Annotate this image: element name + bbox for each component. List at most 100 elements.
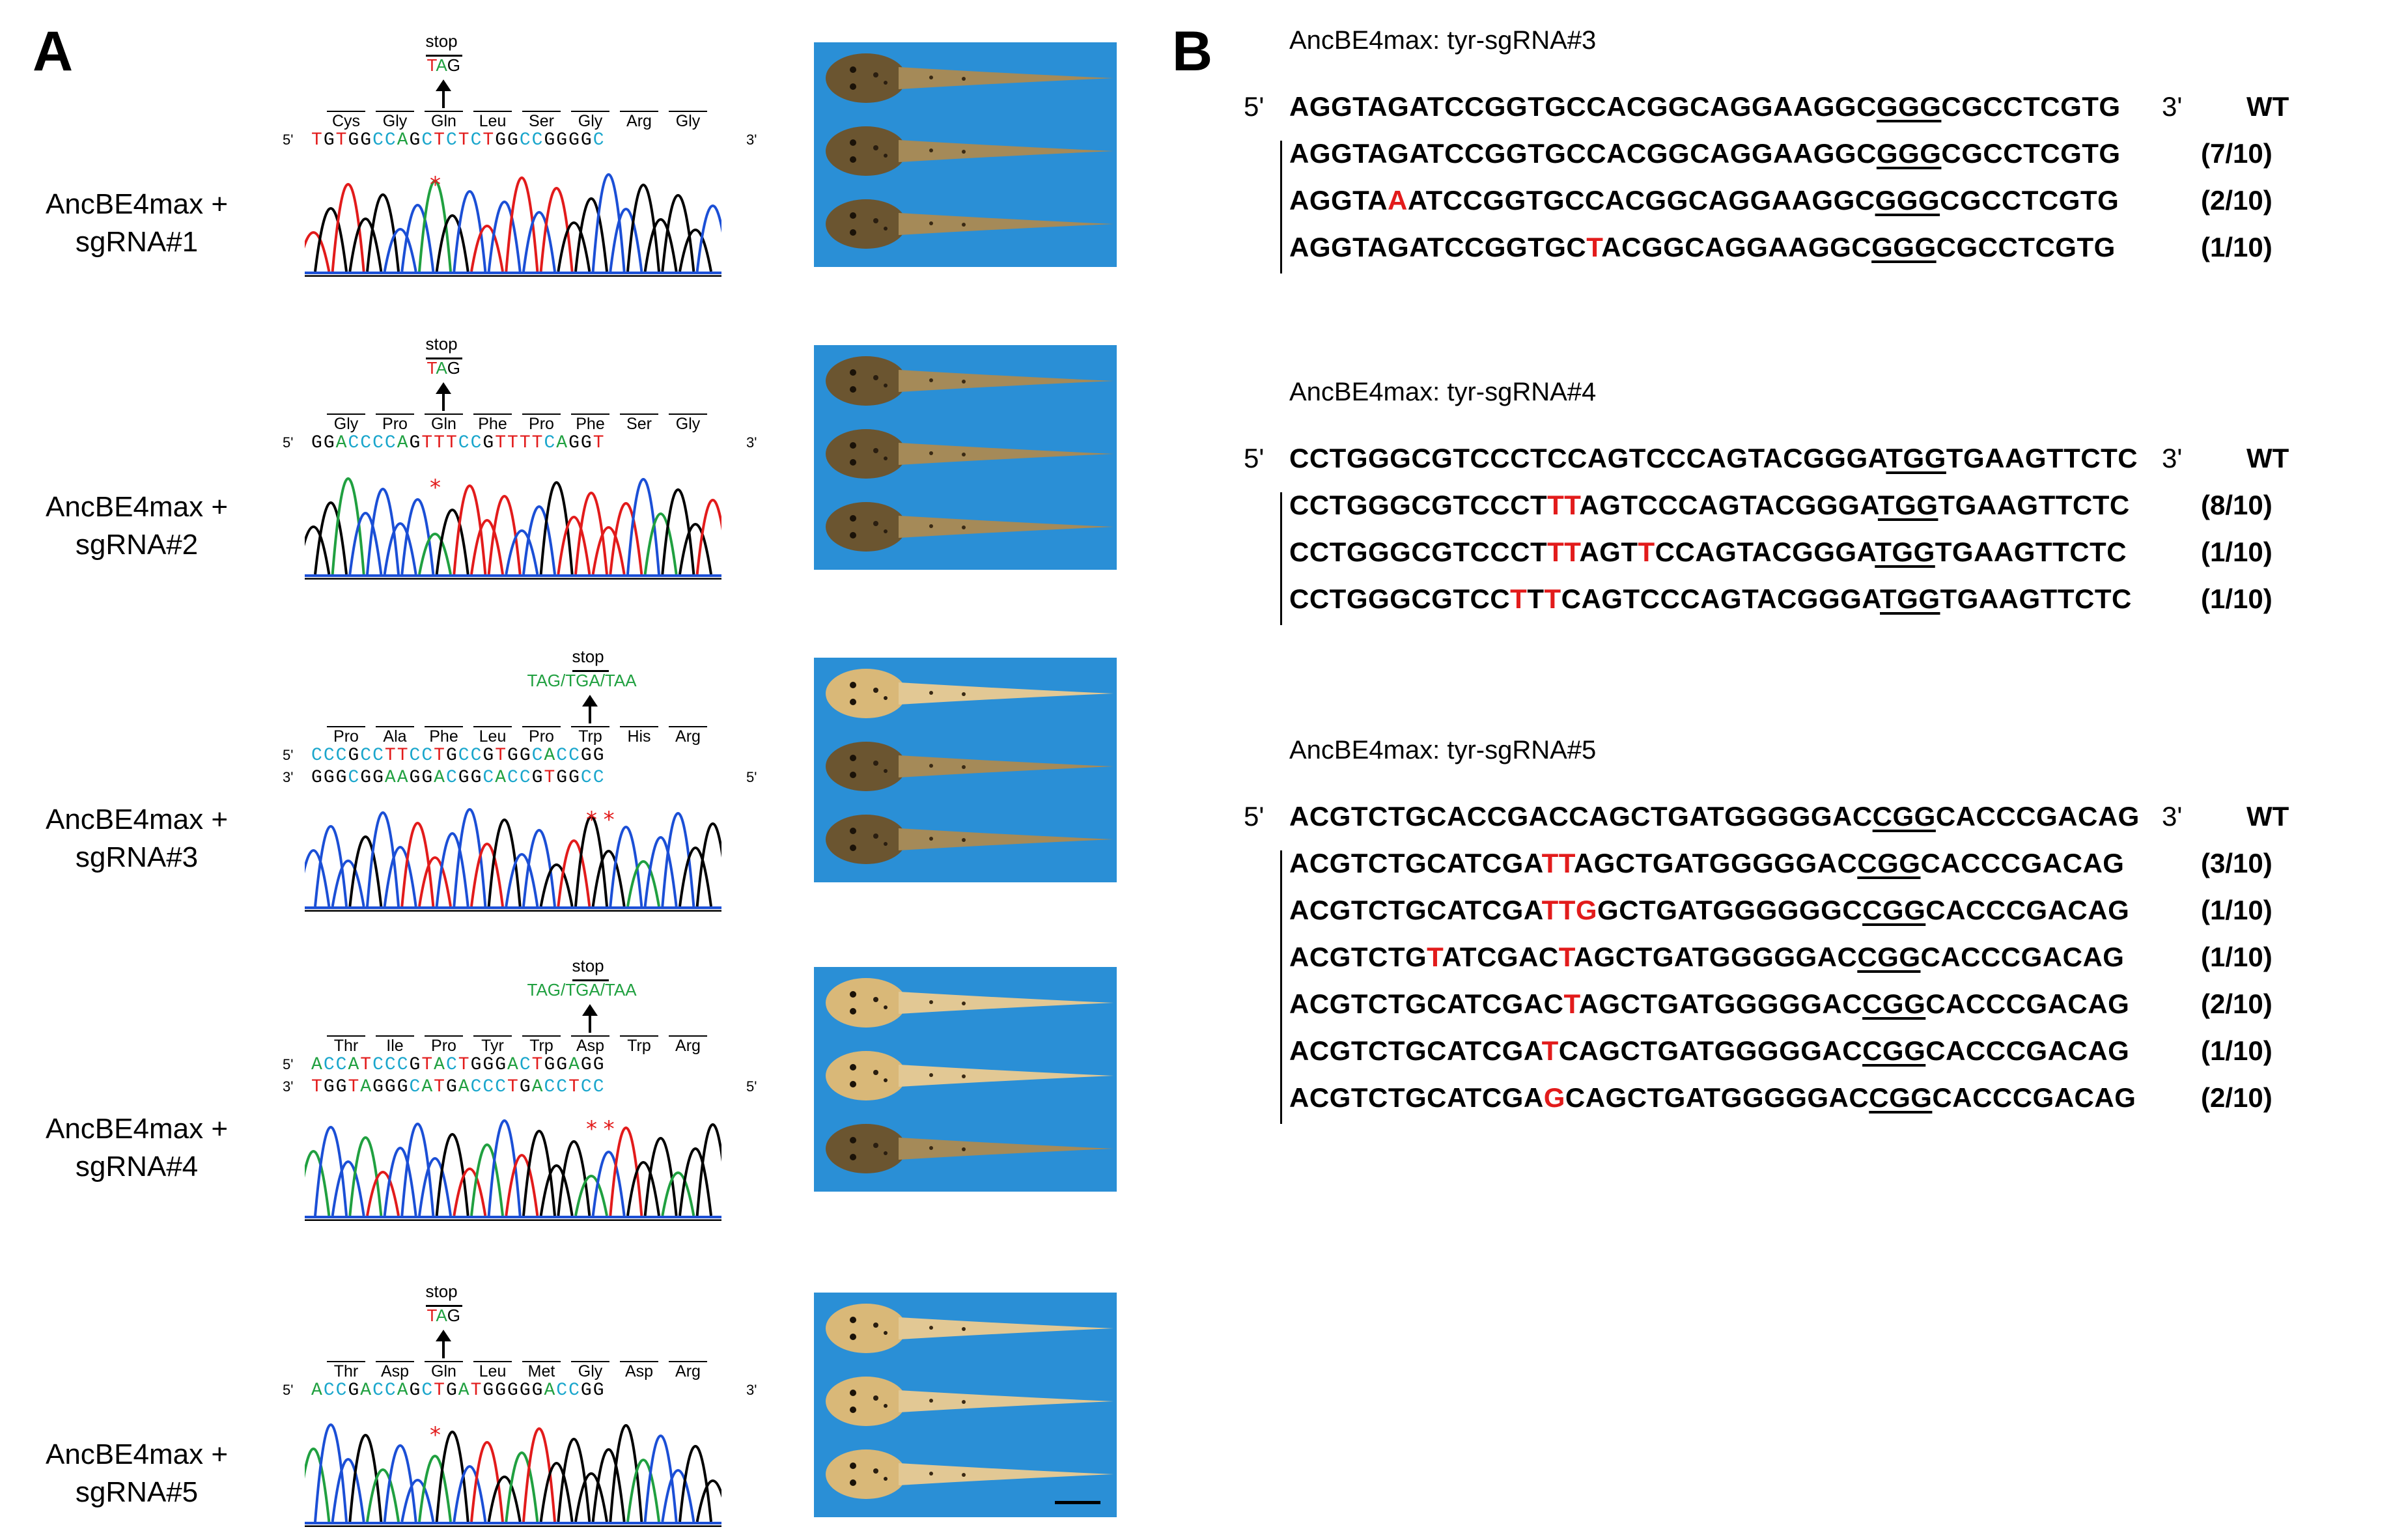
trace-peak: [348, 1136, 383, 1216]
amino-acid-label: Ser: [626, 415, 652, 433]
nucleotide: C: [568, 1380, 581, 1401]
row-label-line1: AncBE4max +: [45, 804, 229, 835]
nucleotide: C: [348, 768, 361, 788]
nucleotide: C: [348, 433, 361, 453]
trace-peak: [383, 1444, 417, 1522]
variant-sequence: AGGTAGATCCGGTGCTACGGCAGGAAGGCGGGCGCCTCGT…: [1289, 232, 2116, 263]
amino-acid-label: Tyr: [481, 1037, 504, 1055]
amino-acid-overline: [327, 1361, 365, 1362]
nucleotide: G: [556, 130, 569, 150]
nucleotide: G: [372, 768, 385, 788]
trace-peak: [574, 815, 608, 907]
nucleotide: C: [544, 433, 557, 453]
nucleotide: T: [360, 1055, 373, 1075]
amino-acid-overline: [327, 1035, 365, 1037]
strand-prime-label: 5': [283, 1056, 294, 1072]
up-arrow-icon: [581, 695, 598, 727]
amino-acid-overline: [620, 111, 658, 112]
scale-bar: [1055, 1501, 1100, 1504]
trace-peak: [695, 1479, 721, 1522]
sequence-top-strand: TGTGGCCAGCTCTCTGGCCGGGGC: [311, 130, 606, 150]
variant-sequence: CCTGGGCGTCCCTTTAGTCCCAGTACGGGATGGTGAAGTT…: [1289, 490, 2130, 521]
nucleotide: A: [495, 768, 507, 788]
amino-acid-label: Thr: [333, 1037, 359, 1055]
trace-peak: [505, 853, 539, 907]
nucleotide: G: [445, 746, 458, 766]
nucleotide: G: [409, 1380, 422, 1401]
nucleotide: G: [384, 1077, 397, 1097]
trace-peak: [400, 498, 435, 575]
stop-overline: [425, 357, 462, 359]
stop-label: stop: [425, 31, 458, 51]
chromatogram-trace: *: [305, 475, 721, 580]
sequence-segment: ACGGCAGGAAGGC: [1601, 232, 1872, 262]
row-label-line2: sgRNA#2: [75, 529, 199, 561]
codon-base: A: [436, 358, 447, 378]
nucleotide: G: [519, 1380, 532, 1401]
sequence-segment: GGG: [1871, 232, 1937, 262]
tadpole-image: [826, 53, 1113, 103]
nucleotide: A: [434, 768, 446, 788]
nucleotide: C: [360, 433, 373, 453]
stop-label: stop: [572, 647, 604, 666]
tadpole-image: [826, 1377, 1113, 1426]
wt-tag: WT: [2246, 801, 2289, 832]
nucleotide: G: [409, 130, 422, 150]
nucleotide: G: [323, 768, 336, 788]
nucleotide: C: [372, 746, 385, 766]
trace-peak: [435, 832, 469, 907]
block-title: AncBE4max: tyr-sgRNA#3: [1289, 26, 1597, 55]
nucleotide: T: [531, 1055, 544, 1075]
sequence-segment: CACCCGACAG: [1932, 1082, 2136, 1113]
nucleotide: C: [384, 1055, 397, 1075]
sequence-segment: AGGTAGATCCGGTGCCACGGCAGGAAGGC: [1289, 91, 1877, 122]
amino-acid-label: Gly: [382, 112, 408, 130]
nucleotide: G: [556, 1055, 569, 1075]
tadpole-image: [826, 1051, 1113, 1100]
nucleotide: G: [483, 1055, 496, 1075]
row-label-line2: sgRNA#5: [75, 1476, 199, 1508]
trace-peak: [557, 516, 591, 575]
tadpole-image: [826, 978, 1113, 1028]
amino-acid-overline: [376, 111, 414, 112]
sequence-segment: CACCCGACAG: [1920, 848, 2125, 878]
amino-acid-label: Leu: [479, 1362, 507, 1380]
trace-peak: [643, 1137, 678, 1216]
nucleotide: C: [372, 1055, 385, 1075]
stop-label: stop: [425, 334, 458, 354]
trace-peak: [591, 1448, 626, 1522]
nucleotide: C: [519, 130, 532, 150]
trace-peak: [487, 819, 522, 907]
wt-tag: WT: [2246, 91, 2289, 122]
edit-asterisk-icon: *: [430, 475, 441, 501]
row-label-line1: AncBE4max +: [45, 188, 229, 220]
sequence-segment: ACGTCTGCATCGAC: [1289, 988, 1564, 1019]
nucleotide: T: [458, 1055, 471, 1075]
amino-acid-label: Trp: [627, 1037, 651, 1055]
edit-asterisk-icon: *: [586, 1116, 597, 1142]
sequence-segment: TGG: [1886, 443, 1946, 473]
nucleotide: C: [421, 746, 434, 766]
nucleotide: C: [323, 746, 336, 766]
trace-peak: [366, 811, 400, 907]
nucleotide: T: [384, 746, 397, 766]
chromatogram-trace: **: [305, 1116, 721, 1221]
row-label-line2: sgRNA#3: [75, 841, 199, 873]
codon-options: TAG/TGA/TAA: [527, 980, 637, 1000]
nucleotide: C: [397, 1055, 410, 1075]
nucleotide: C: [556, 1380, 569, 1401]
sequence-top-strand: CCCGCCTTCCTGCCGTGGCACCGG: [311, 746, 606, 766]
amino-acid-overline: [522, 111, 561, 112]
trace-peak: [626, 860, 660, 907]
amino-acid-label: Pro: [431, 1037, 456, 1055]
trace-peak: [505, 1451, 539, 1522]
tadpole-photo: [814, 658, 1117, 882]
trace-peak: [591, 173, 626, 272]
trace-peak: [453, 484, 487, 575]
row-label: AncBE4max +sgRNA#4: [13, 1110, 260, 1186]
strand-end-label: 3': [746, 1382, 757, 1398]
amino-acid-overline: [473, 111, 512, 112]
sequence-segment: GGG: [1876, 138, 1942, 169]
nucleotide: T: [458, 130, 471, 150]
